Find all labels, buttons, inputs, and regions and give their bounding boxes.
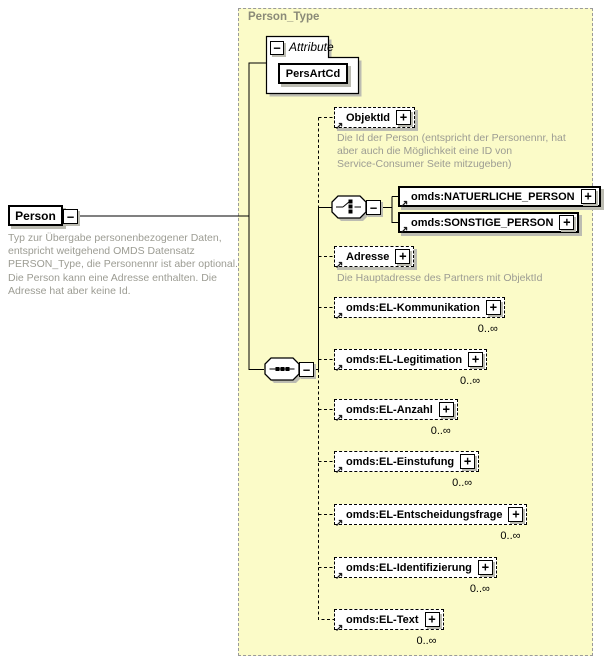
element-label: ObjektId (346, 111, 391, 124)
element-ref-icon: ↗ (335, 623, 344, 634)
element-label: Adresse (346, 250, 390, 263)
element-el-anzahl[interactable]: ↗ omds:EL-Anzahl 0..∞ (334, 399, 461, 437)
element-el-identifizierung[interactable]: ↗ omds:EL-Identifizierung 0..∞ (334, 557, 500, 595)
attribute-section-label: Attribute (289, 40, 334, 54)
occurrence-label: 0..∞ (469, 583, 490, 595)
expand-icon[interactable] (580, 188, 596, 204)
element-ref-icon: ↗ (335, 311, 344, 322)
expand-icon[interactable] (395, 248, 411, 264)
expand-icon[interactable] (559, 214, 575, 230)
element-el-text[interactable]: ↗ omds:EL-Text 0..∞ (334, 609, 447, 647)
expand-icon[interactable] (468, 351, 484, 367)
collapse-icon[interactable] (366, 200, 381, 215)
expand-icon[interactable] (485, 299, 501, 315)
element-el-einstufung[interactable]: ↗ omds:EL-Einstufung 0..∞ (334, 451, 483, 489)
occurrence-label: 0..∞ (460, 375, 481, 387)
element-ref-icon: ↗ (400, 199, 409, 210)
person-annotation: Typ zur Übergabe personenbezogener Daten… (8, 232, 238, 297)
element-label: Person (15, 208, 56, 223)
element-adresse[interactable]: ↗ Adresse (334, 246, 415, 271)
type-container-title: Person_Type (248, 11, 320, 23)
element-ref-icon: ↗ (335, 413, 344, 424)
occurrence-label: 0..∞ (500, 530, 521, 542)
element-label: omds:NATUERLICHE_PERSON (411, 190, 575, 203)
element-label: omds:EL-Identifizierung (346, 561, 472, 574)
element-label: omds:EL-Text (346, 613, 419, 626)
element-natuerliche-person[interactable]: ↗ omds:NATUERLICHE_PERSON (398, 186, 601, 210)
element-ref-icon: ↗ (335, 260, 344, 271)
element-ref-icon: ↗ (335, 363, 344, 374)
objektid-annotation: Die Id der Person (entspricht der Person… (337, 132, 566, 171)
collapse-icon[interactable] (63, 209, 78, 224)
element-ref-icon: ↗ (400, 225, 409, 236)
attribute-persartcd[interactable]: PersArtCd (278, 63, 348, 84)
element-el-legitimation[interactable]: ↗ omds:EL-Legitimation 0..∞ (334, 349, 491, 387)
element-objektid[interactable]: ↗ ObjektId (334, 107, 416, 132)
element-sonstige-person[interactable]: ↗ omds:SONSTIGE_PERSON (398, 212, 580, 236)
occurrence-label: 0..∞ (430, 425, 451, 437)
element-label: omds:EL-Einstufung (346, 455, 455, 468)
element-label: omds:EL-Kommunikation (346, 301, 480, 314)
expand-icon[interactable] (508, 506, 524, 522)
element-label: omds:EL-Legitimation (346, 353, 463, 366)
element-ref-icon: ↗ (335, 121, 344, 132)
element-ref-icon: ↗ (335, 465, 344, 476)
expand-icon[interactable] (396, 109, 412, 125)
expand-icon[interactable] (424, 611, 440, 627)
occurrence-label: 0..∞ (477, 323, 498, 335)
collapse-icon[interactable] (299, 362, 314, 377)
expand-icon[interactable] (477, 559, 493, 575)
element-label: omds:SONSTIGE_PERSON (411, 216, 554, 229)
expand-icon[interactable] (460, 453, 476, 469)
collapse-icon[interactable] (270, 41, 284, 55)
occurrence-label: 0..∞ (416, 635, 437, 647)
element-el-kommunikation[interactable]: ↗ omds:EL-Kommunikation 0..∞ (334, 297, 508, 335)
element-label: omds:EL-Entscheidungsfrage (346, 508, 503, 521)
occurrence-label: 0..∞ (452, 477, 473, 489)
element-label: omds:EL-Anzahl (346, 403, 433, 416)
element-ref-icon: ↗ (335, 571, 344, 582)
element-ref-icon: ↗ (335, 518, 344, 529)
adresse-annotation: Die Hauptadresse des Partners mit Objekt… (337, 272, 543, 284)
element-el-entscheidungsfrage[interactable]: ↗ omds:EL-Entscheidungsfrage 0..∞ (334, 504, 531, 542)
attribute-label: PersArtCd (285, 67, 341, 80)
expand-icon[interactable] (438, 401, 454, 417)
element-person[interactable]: Person (8, 205, 63, 226)
